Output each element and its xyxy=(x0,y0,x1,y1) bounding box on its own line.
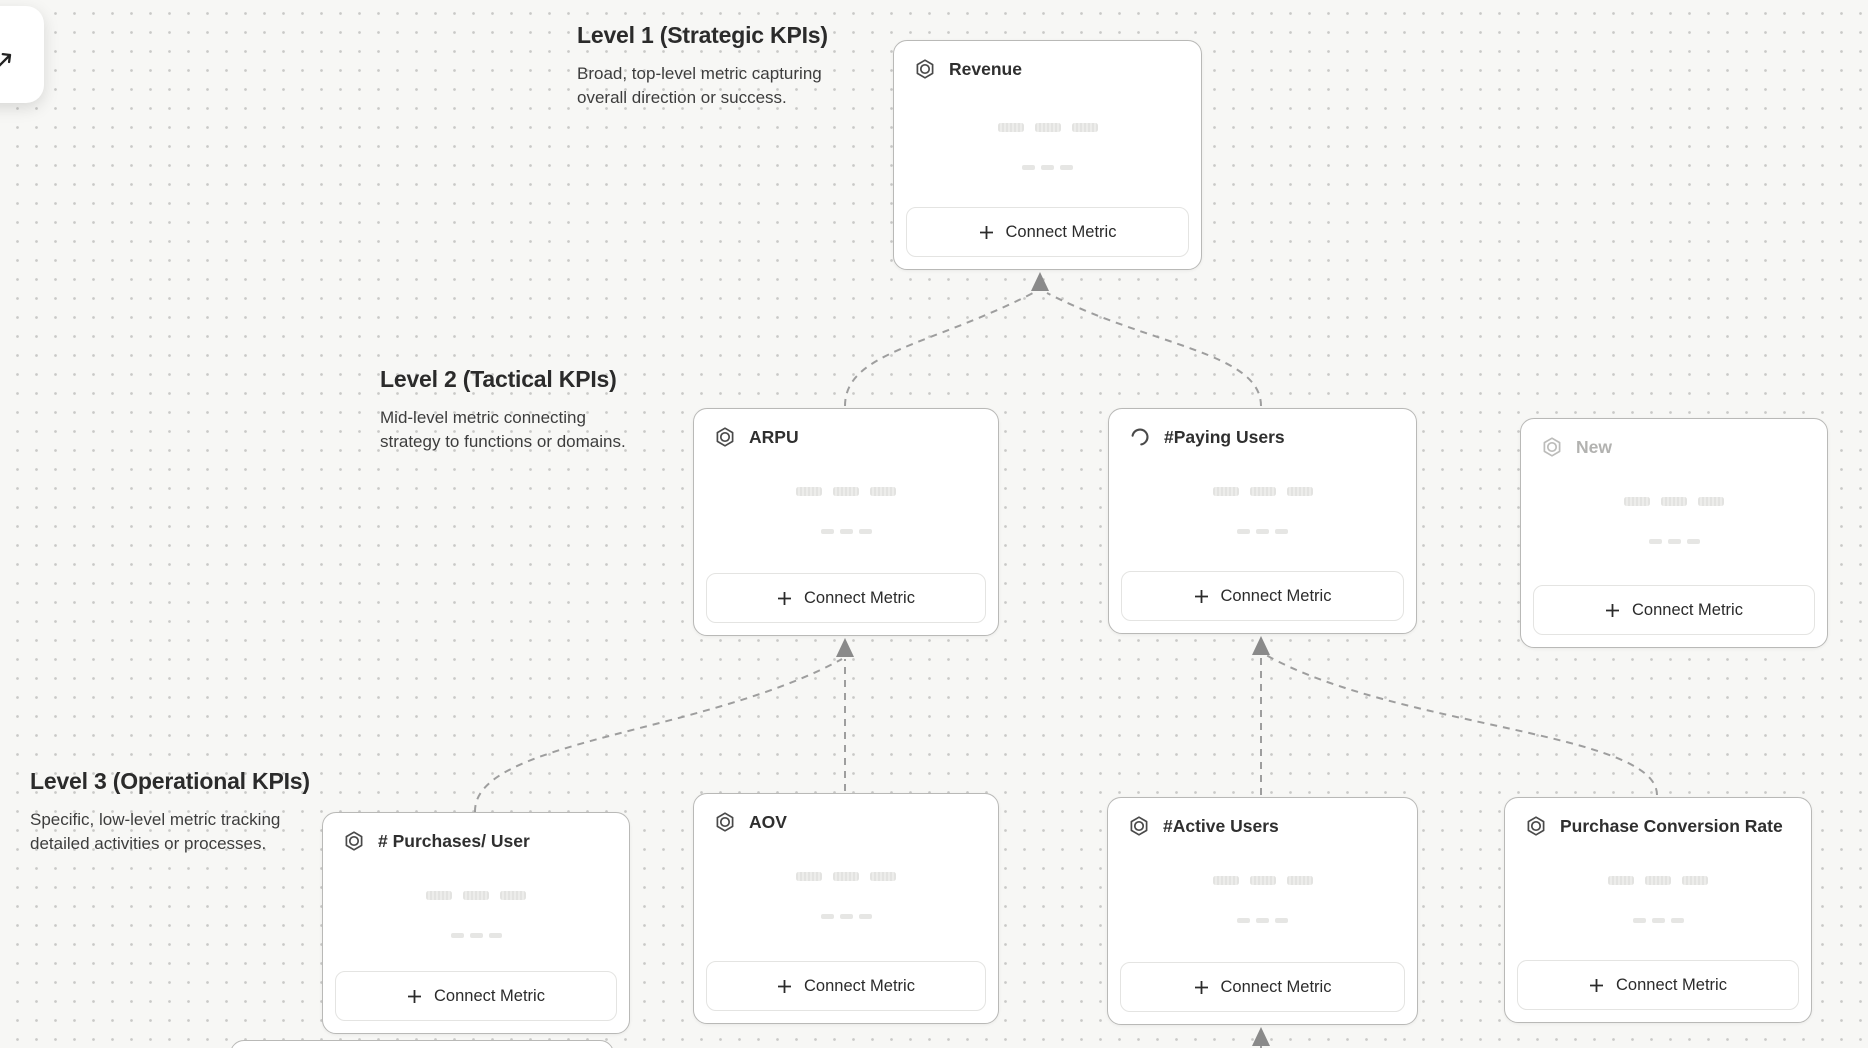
level3-label: Level 3 (Operational KPIs) Specific, low… xyxy=(30,768,310,856)
card-header: Revenue xyxy=(914,58,1022,80)
level3-description: Specific, low-level metric tracking deta… xyxy=(30,810,281,853)
plus-icon xyxy=(1194,980,1208,994)
connect-metric-label: Connect Metric xyxy=(804,588,915,607)
metric-card-revenue[interactable]: Revenue Connect Metric xyxy=(893,40,1202,270)
skeleton-row xyxy=(1108,876,1417,885)
level1-title: Level 1 (Strategic KPIs) xyxy=(577,22,828,48)
skeleton-row xyxy=(694,872,998,881)
card-header: #Paying Users xyxy=(1129,426,1285,448)
plus-icon xyxy=(1606,603,1620,617)
connect-metric-button[interactable]: Connect Metric xyxy=(335,971,617,1021)
plus-icon xyxy=(1590,978,1604,992)
card-title: AOV xyxy=(749,811,787,832)
hexagon-metric-icon xyxy=(716,812,734,832)
card-title: #Paying Users xyxy=(1164,426,1285,447)
skeleton-row xyxy=(1108,918,1417,923)
card-header: AOV xyxy=(714,811,787,833)
connect-metric-label: Connect Metric xyxy=(1220,977,1332,996)
hexagon-metric-icon xyxy=(1130,816,1148,836)
skeleton-row xyxy=(1521,497,1827,506)
hexagon-metric-icon xyxy=(916,59,934,79)
card-header: # Purchases/ User xyxy=(343,830,530,852)
skeleton-row xyxy=(894,123,1201,132)
connect-metric-button[interactable]: Connect Metric xyxy=(1517,960,1799,1010)
connect-metric-label: Connect Metric xyxy=(804,976,915,995)
edge-payingusers-to-revenue xyxy=(1046,292,1262,407)
plus-icon xyxy=(778,979,792,993)
level2-title: Level 2 (Tactical KPIs) xyxy=(380,366,617,392)
toolbar-cursor-button[interactable] xyxy=(0,6,44,103)
metric-card-partial[interactable] xyxy=(230,1040,614,1048)
skeleton-row xyxy=(1109,487,1416,496)
skeleton-row xyxy=(694,914,998,919)
skeleton-row xyxy=(694,487,998,496)
plus-icon xyxy=(979,225,993,239)
level2-description: Mid-level metric connecting strategy to … xyxy=(380,408,626,451)
connect-metric-label: Connect Metric xyxy=(1220,586,1332,605)
skeleton-row xyxy=(1505,918,1811,923)
arrowhead-revenue xyxy=(1031,272,1049,291)
card-title: ARPU xyxy=(749,426,799,447)
metric-card-new[interactable]: New Connect Metric xyxy=(1520,418,1828,648)
metric-card-active-users[interactable]: #Active Users Connect Metric xyxy=(1107,797,1418,1025)
connect-metric-label: Connect Metric xyxy=(434,986,545,1005)
card-header: ARPU xyxy=(714,426,799,448)
hexagon-metric-icon xyxy=(716,427,734,447)
card-header: New xyxy=(1541,436,1612,458)
metric-card-paying-users[interactable]: #Paying Users Connect Metric xyxy=(1108,408,1417,634)
skeleton-row xyxy=(894,165,1201,170)
skeleton-row xyxy=(694,529,998,534)
plus-icon xyxy=(1194,589,1208,603)
skeleton-row xyxy=(323,891,629,900)
plus-icon xyxy=(408,989,422,1003)
connect-metric-button[interactable]: Connect Metric xyxy=(1121,571,1404,621)
metric-card-purchases-per-user[interactable]: # Purchases/ User Connect Metric xyxy=(322,812,630,1034)
edge-arpu-to-revenue xyxy=(844,292,1034,407)
card-title: #Active Users xyxy=(1163,815,1279,836)
connect-metric-label: Connect Metric xyxy=(1616,975,1727,994)
card-title: # Purchases/ User xyxy=(378,830,530,851)
card-header: #Active Users xyxy=(1128,815,1279,837)
skeleton-row xyxy=(323,933,629,938)
card-title: Purchase Conversion Rate xyxy=(1560,815,1783,836)
connect-metric-label: Connect Metric xyxy=(1005,222,1117,241)
hexagon-metric-icon xyxy=(345,831,363,851)
arrowhead-payingusers xyxy=(1252,636,1270,655)
metric-card-purchase-conversion-rate[interactable]: Purchase Conversion Rate Connect Metric xyxy=(1504,797,1812,1023)
level3-title: Level 3 (Operational KPIs) xyxy=(30,768,310,794)
skeleton-row xyxy=(1109,529,1416,534)
card-header: Purchase Conversion Rate xyxy=(1525,815,1783,837)
spinner-icon xyxy=(1131,428,1149,446)
connect-metric-button[interactable]: Connect Metric xyxy=(906,207,1189,257)
arrowhead-arpu xyxy=(836,638,854,657)
connect-metric-button[interactable]: Connect Metric xyxy=(1120,962,1405,1012)
metric-card-arpu[interactable]: ARPU Connect Metric xyxy=(693,408,999,636)
skeleton-row xyxy=(1521,539,1827,544)
hexagon-metric-icon xyxy=(1527,816,1545,836)
card-title: Revenue xyxy=(949,58,1022,79)
arrowhead-activeusers xyxy=(1252,1027,1270,1046)
skeleton-row xyxy=(1505,876,1811,885)
level2-label: Level 2 (Tactical KPIs) Mid-level metric… xyxy=(380,366,628,454)
connect-metric-label: Connect Metric xyxy=(1632,600,1743,619)
cursor-icon xyxy=(0,52,12,67)
hexagon-metric-icon xyxy=(1543,437,1561,457)
level1-label: Level 1 (Strategic KPIs) Broad, top-leve… xyxy=(577,22,835,110)
connect-metric-button[interactable]: Connect Metric xyxy=(706,961,986,1011)
metric-card-aov[interactable]: AOV Connect Metric xyxy=(693,793,999,1024)
plus-icon xyxy=(778,591,792,605)
connect-metric-button[interactable]: Connect Metric xyxy=(1533,585,1815,635)
card-title: New xyxy=(1576,436,1612,457)
connect-metric-button[interactable]: Connect Metric xyxy=(706,573,986,623)
edge-purchases-to-arpu xyxy=(473,658,843,813)
edge-pcr-to-payingusers xyxy=(1265,654,1658,796)
level1-description: Broad, top-level metric capturing overal… xyxy=(577,64,822,107)
